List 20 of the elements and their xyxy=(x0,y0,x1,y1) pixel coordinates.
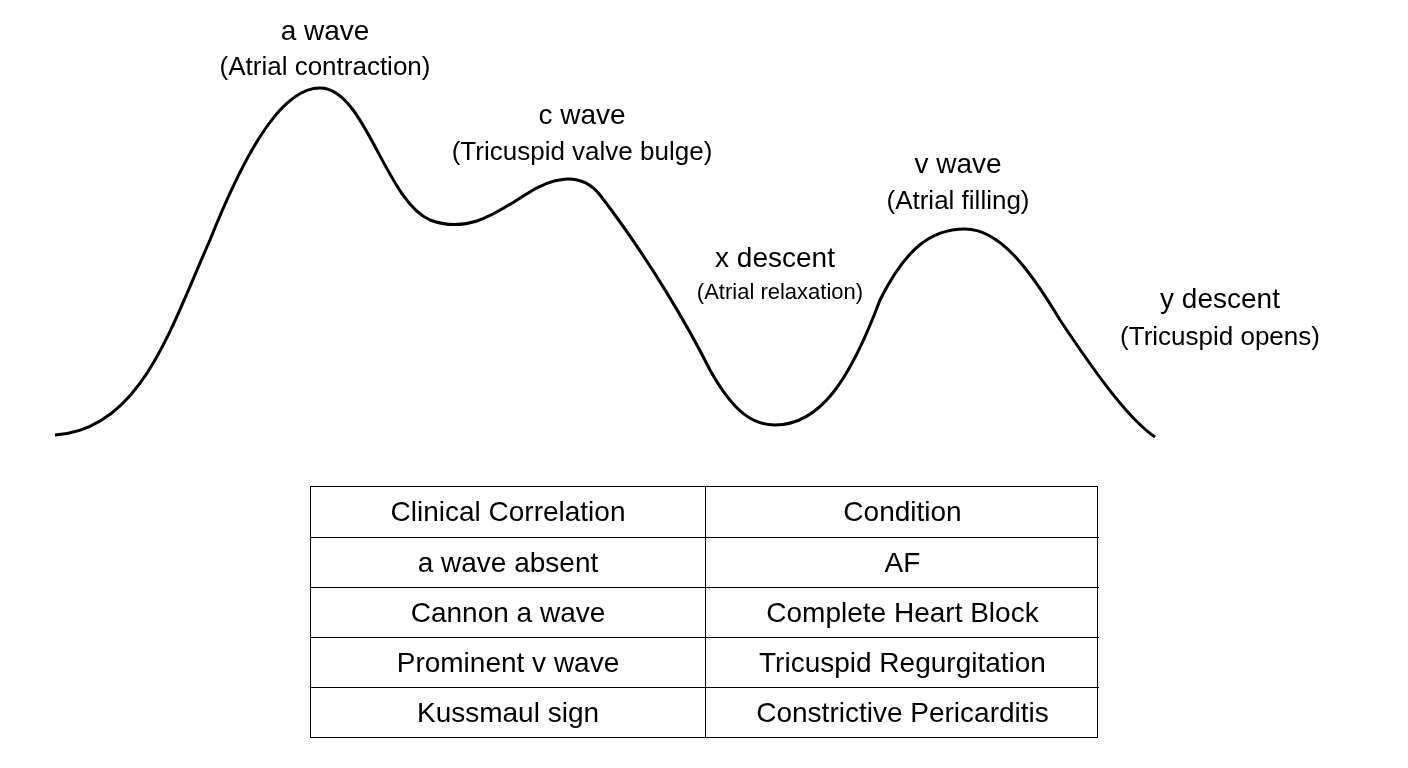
table-cell: Prominent v wave xyxy=(311,637,705,687)
wave-label: c wave xyxy=(538,99,626,131)
table-cell: Tricuspid Regurgitation xyxy=(705,637,1099,687)
wave-label: x descent xyxy=(715,242,835,274)
table-cell: Constrictive Pericarditis xyxy=(705,687,1099,737)
table-cell: a wave absent xyxy=(311,537,705,587)
table-cell: Cannon a wave xyxy=(311,587,705,637)
header-cell-text: Clinical Correlation xyxy=(389,495,627,529)
wave-description: (Tricuspid opens) xyxy=(1120,321,1320,351)
table-cell: Complete Heart Block xyxy=(705,587,1099,637)
wave-description: (Atrial contraction) xyxy=(219,51,431,81)
table-cell: AF xyxy=(705,537,1099,587)
header-cell: Condition xyxy=(705,487,1099,537)
wave-label: v wave xyxy=(914,148,1002,180)
wave-label: a wave xyxy=(280,15,370,47)
wave-label: y descent xyxy=(1160,283,1280,315)
wave-description: (Atrial relaxation) xyxy=(696,279,864,305)
wave-description: (Atrial filling) xyxy=(886,185,1030,215)
table-cell: Kussmaul sign xyxy=(311,687,705,737)
wave-description: (Tricuspid valve bulge) xyxy=(451,136,713,166)
